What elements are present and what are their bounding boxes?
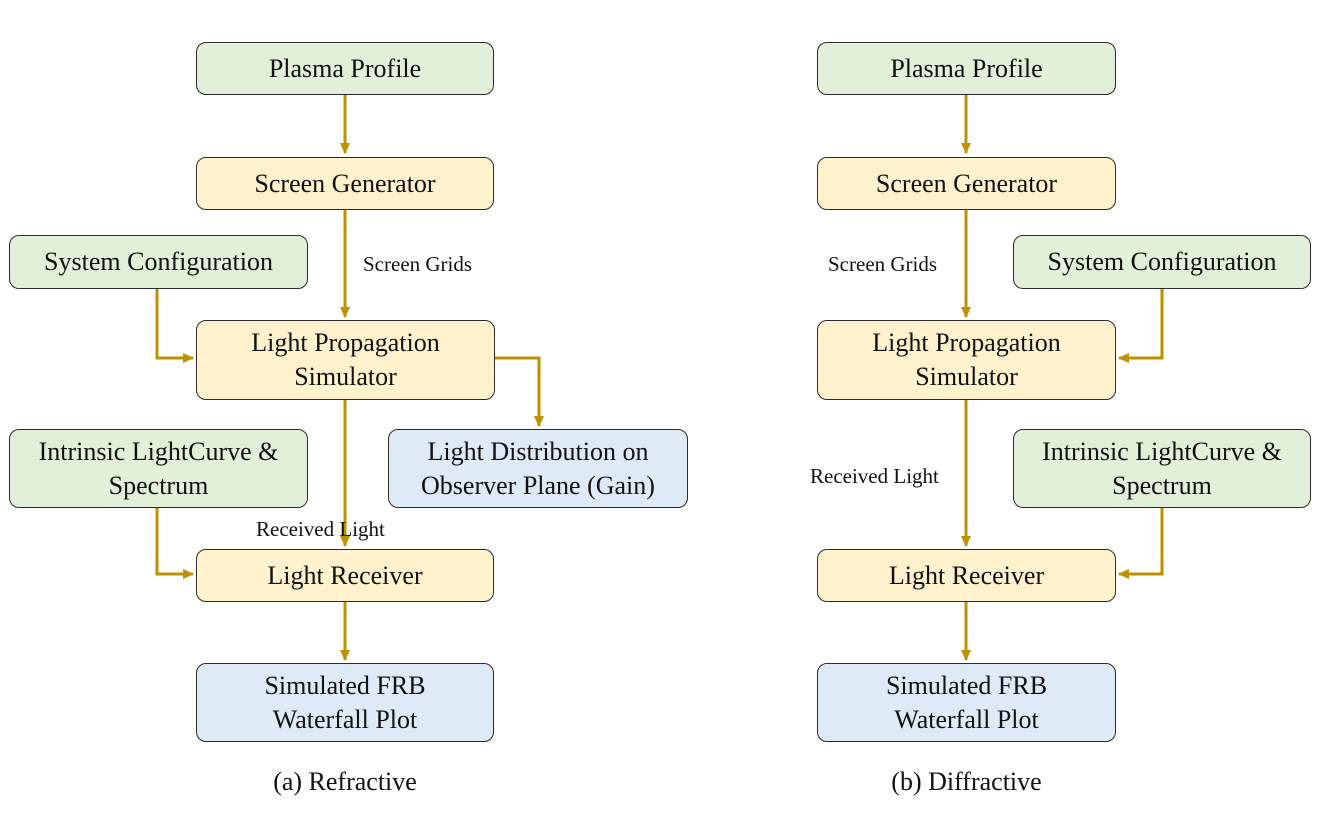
- simulated-frb-node-b: Simulated FRB Waterfall Plot: [817, 663, 1116, 742]
- screen-grids-label-a: Screen Grids: [363, 252, 473, 276]
- plasma-profile-label-a: Plasma Profile: [268, 53, 422, 83]
- received-light-label-a: Received Light: [256, 517, 385, 541]
- plasma-profile-node-a: Plasma Profile: [196, 42, 494, 95]
- intrinsic-lightcurve-node-a: Intrinsic LightCurve & Spectrum: [9, 429, 308, 508]
- light-propagation-line1-b: Light Propagation: [872, 328, 1061, 357]
- system-configuration-node-b: System Configuration: [1013, 235, 1311, 289]
- arrow-intrinsic-to-receiver-b: [1118, 508, 1164, 579]
- arrow-propagation-to-distribution-a: [495, 356, 544, 427]
- simulated-frb-line1-a: Simulated FRB: [264, 670, 426, 700]
- screen-generator-node-a: Screen Generator: [196, 157, 494, 210]
- light-receiver-node-a: Light Receiver: [196, 549, 494, 602]
- simulated-frb-line1-b: Simulated FRB: [885, 670, 1048, 700]
- simulated-frb-line2-b: Waterfall Plot: [894, 704, 1039, 734]
- intrinsic-lightcurve-line1-a: Intrinsic LightCurve &: [38, 436, 279, 466]
- plasma-profile-label-b: Plasma Profile: [890, 53, 1043, 83]
- light-propagation-line2-a: Simulator: [294, 362, 397, 391]
- arrow-config-to-propagation-b: [1118, 289, 1164, 363]
- system-configuration-label-b: System Configuration: [1047, 247, 1277, 276]
- light-propagation-node-b: Light Propagation Simulator: [817, 320, 1116, 400]
- received-light-label-b: Received Light: [810, 464, 939, 488]
- intrinsic-lightcurve-line2-b: Spectrum: [1112, 470, 1212, 500]
- intrinsic-lightcurve-line2-a: Spectrum: [108, 470, 209, 500]
- light-receiver-label-a: Light Receiver: [267, 560, 423, 590]
- light-receiver-node-b: Light Receiver: [817, 549, 1116, 602]
- simulated-frb-line2-a: Waterfall Plot: [272, 704, 418, 734]
- light-receiver-label-b: Light Receiver: [888, 560, 1045, 590]
- light-propagation-line1-a: Light Propagation: [251, 328, 440, 357]
- simulated-frb-node-a: Simulated FRB Waterfall Plot: [196, 663, 494, 742]
- screen-generator-label-b: Screen Generator: [875, 168, 1058, 198]
- light-distribution-line1-a: Light Distribution on: [427, 436, 649, 466]
- intrinsic-lightcurve-line1-b: Intrinsic LightCurve &: [1042, 436, 1282, 466]
- plasma-profile-node-b: Plasma Profile: [817, 42, 1116, 95]
- screen-generator-node-b: Screen Generator: [817, 157, 1116, 210]
- light-propagation-line2-b: Simulator: [915, 362, 1018, 391]
- light-distribution-line2-a: Observer Plane (Gain): [421, 470, 655, 500]
- arrow-intrinsic-to-receiver-a: [155, 508, 194, 579]
- system-configuration-node-a: System Configuration: [9, 235, 308, 289]
- light-propagation-node-a: Light Propagation Simulator: [196, 320, 495, 400]
- system-configuration-label-a: System Configuration: [44, 247, 273, 276]
- caption-diffractive: (b) Diffractive: [891, 767, 1042, 796]
- caption-refractive: (a) Refractive: [273, 767, 417, 796]
- screen-grids-label-b: Screen Grids: [828, 252, 938, 276]
- arrow-config-to-propagation-a: [155, 289, 194, 363]
- intrinsic-lightcurve-node-b: Intrinsic LightCurve & Spectrum: [1013, 429, 1311, 508]
- light-distribution-node-a: Light Distribution on Observer Plane (Ga…: [388, 429, 688, 508]
- screen-generator-label-a: Screen Generator: [254, 168, 436, 198]
